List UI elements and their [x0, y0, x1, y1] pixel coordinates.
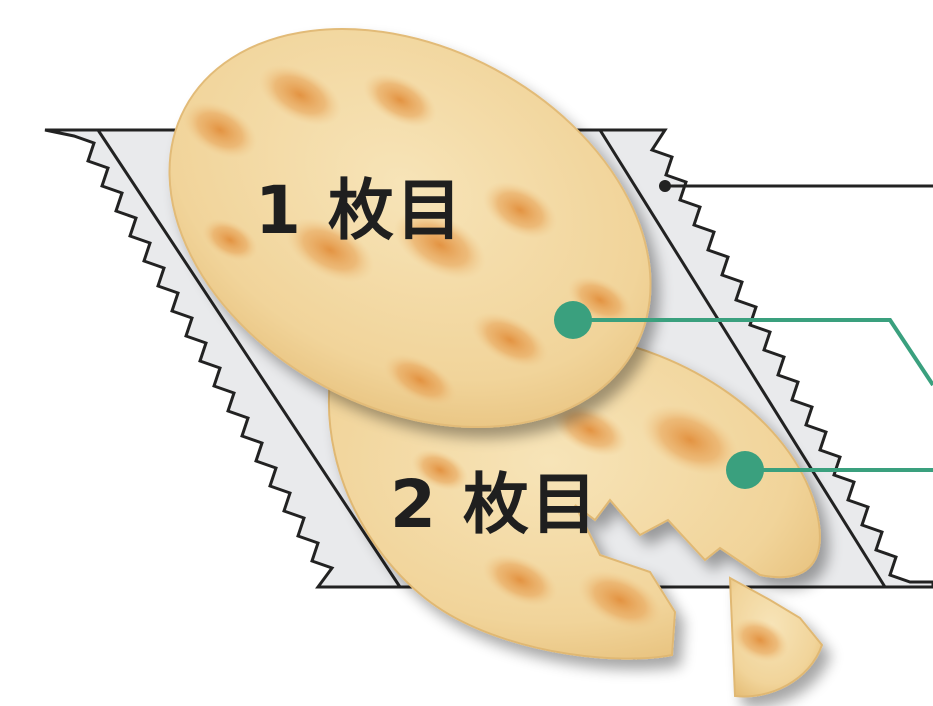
second-cracker-toast-spots — [411, 403, 789, 663]
black-dot-icon — [659, 180, 671, 192]
wrapper-seam-right — [598, 129, 887, 588]
callout-wrapper — [659, 180, 933, 192]
first-cracker — [168, 28, 652, 428]
wrapper-seam-left — [96, 129, 402, 588]
callout-first-cracker — [554, 301, 933, 387]
callout-second-cracker — [726, 451, 933, 489]
green-dot-icon — [554, 301, 592, 339]
green-dot-icon — [726, 451, 764, 489]
second-cracker-label: 2 枚目 — [390, 466, 599, 543]
first-cracker-toast-spots — [182, 64, 633, 406]
first-cracker-label: 1 枚目 — [255, 172, 464, 249]
